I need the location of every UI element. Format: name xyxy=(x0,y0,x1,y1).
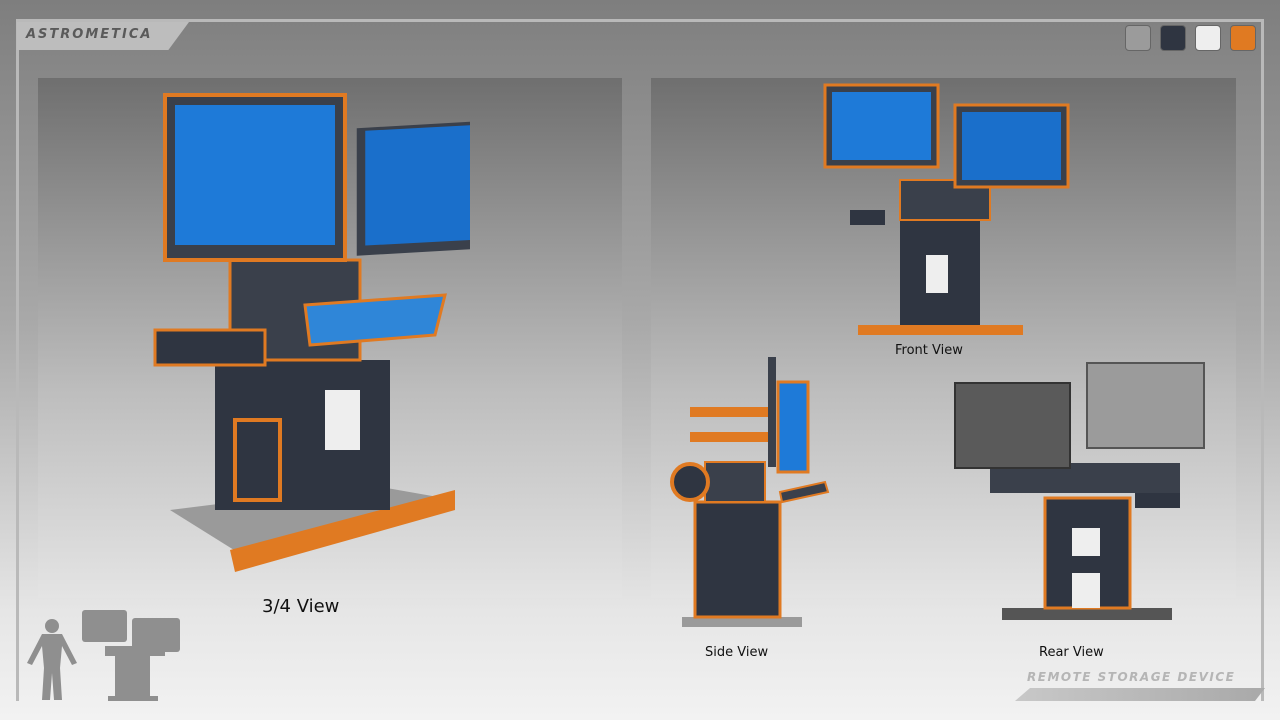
human-scale-silhouette xyxy=(27,619,77,700)
swatch-dark xyxy=(1160,25,1186,51)
caption-three-quarter-view: 3/4 View xyxy=(262,596,340,617)
device-side-view-illustration xyxy=(670,357,830,627)
caption-front-view: Front View xyxy=(895,343,963,358)
title-tab xyxy=(17,22,189,50)
sheet-frame xyxy=(16,19,1264,701)
caption-side-view: Side View xyxy=(705,645,769,660)
footer-subtitle: REMOTE STORAGE DEVICE xyxy=(1027,670,1236,684)
color-palette xyxy=(1125,25,1256,51)
swatch-orange xyxy=(1230,25,1256,51)
device-rear-view-illustration xyxy=(954,362,1205,620)
device-front-view-illustration xyxy=(823,83,1070,335)
footer-bar xyxy=(1015,688,1265,701)
device-scale-silhouette xyxy=(82,610,180,701)
swatch-white xyxy=(1195,25,1221,51)
caption-rear-view: Rear View xyxy=(1039,645,1104,660)
device-three-quarter-illustration xyxy=(153,93,470,572)
brand-title: ASTROMETICA xyxy=(26,27,153,42)
swatch-gray xyxy=(1125,25,1151,51)
